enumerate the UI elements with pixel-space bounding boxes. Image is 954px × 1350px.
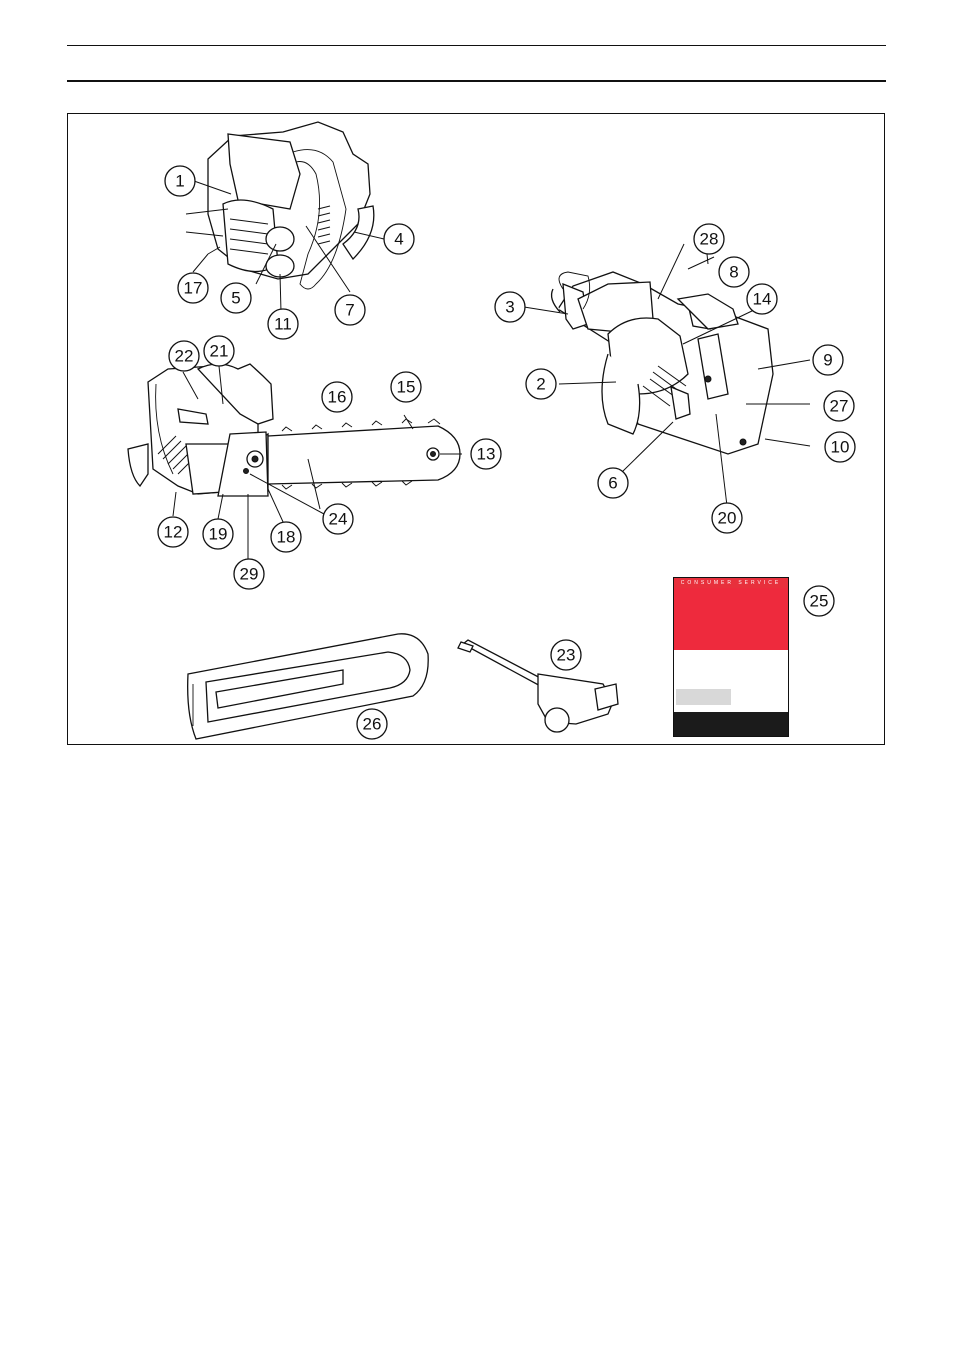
svg-text:16: 16 [328, 388, 347, 407]
callout-16: 16 [322, 382, 352, 412]
operators-manual-illustration: CONSUMER SERVICE [673, 577, 789, 737]
callout-8: 8 [719, 257, 749, 287]
manual-header-strip: CONSUMER SERVICE [674, 578, 788, 588]
svg-text:2: 2 [536, 375, 545, 394]
callout-12: 12 [158, 517, 188, 547]
svg-text:5: 5 [231, 289, 240, 308]
svg-text:15: 15 [397, 378, 416, 397]
callout-23: 23 [551, 640, 581, 670]
svg-text:28: 28 [700, 230, 719, 249]
callout-11: 11 [268, 309, 298, 339]
manual-gray-bar [676, 689, 731, 705]
callout-22: 22 [169, 341, 199, 371]
callout-29: 29 [234, 559, 264, 589]
manual-red-block [674, 588, 788, 650]
svg-text:14: 14 [753, 290, 772, 309]
callout-3: 3 [495, 292, 525, 322]
svg-text:17: 17 [184, 279, 203, 298]
svg-text:20: 20 [718, 509, 737, 528]
callout-24: 24 [323, 504, 353, 534]
svg-text:26: 26 [363, 715, 382, 734]
svg-text:25: 25 [810, 592, 829, 611]
svg-text:1: 1 [175, 172, 184, 191]
callout-18: 18 [271, 522, 301, 552]
svg-text:10: 10 [831, 438, 850, 457]
callout-5: 5 [221, 283, 251, 313]
svg-text:7: 7 [345, 301, 354, 320]
svg-text:21: 21 [210, 342, 229, 361]
callout-10: 10 [825, 432, 855, 462]
callout-1: 1 [165, 166, 195, 196]
parts-diagram: 1 2 3 4 5 6 7 8 9 10 11 12 13 14 15 [67, 113, 885, 745]
svg-text:3: 3 [505, 298, 514, 317]
bar-guard-illustration [188, 634, 429, 739]
svg-text:24: 24 [329, 510, 348, 529]
callout-28: 28 [694, 224, 724, 254]
callout-27: 27 [824, 391, 854, 421]
svg-text:12: 12 [164, 523, 183, 542]
callout-15: 15 [391, 372, 421, 402]
header-rule-top [67, 45, 886, 46]
callout-2: 2 [526, 369, 556, 399]
manual-white-block [674, 650, 788, 706]
combination-tool-illustration [458, 640, 618, 732]
svg-text:13: 13 [477, 445, 496, 464]
callout-14: 14 [747, 284, 777, 314]
svg-text:9: 9 [823, 351, 832, 370]
callout-17: 17 [178, 273, 208, 303]
svg-text:23: 23 [557, 646, 576, 665]
callout-20: 20 [712, 503, 742, 533]
svg-text:18: 18 [277, 528, 296, 547]
callout-9: 9 [813, 345, 843, 375]
callout-7: 7 [335, 295, 365, 325]
chainsaw-side-view [552, 272, 773, 454]
callout-19: 19 [203, 519, 233, 549]
manual-black-band [674, 712, 788, 736]
svg-text:22: 22 [175, 347, 194, 366]
svg-text:29: 29 [240, 565, 259, 584]
svg-text:8: 8 [729, 263, 738, 282]
chainsaw-front-view [186, 122, 374, 289]
callout-21: 21 [204, 336, 234, 366]
callout-6: 6 [598, 468, 628, 498]
svg-text:4: 4 [394, 230, 403, 249]
callout-13: 13 [471, 439, 501, 469]
callout-4: 4 [384, 224, 414, 254]
callout-26: 26 [357, 709, 387, 739]
callout-25: 25 [804, 586, 834, 616]
svg-text:11: 11 [274, 315, 292, 334]
header-rule-bottom [67, 80, 886, 82]
svg-text:19: 19 [209, 525, 228, 544]
svg-text:6: 6 [608, 474, 617, 493]
svg-text:27: 27 [830, 397, 849, 416]
